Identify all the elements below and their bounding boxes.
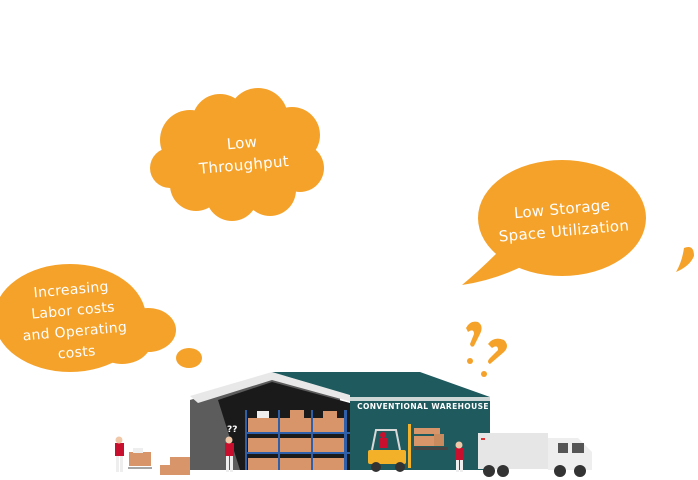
warehouse-sign: CONVENTIONAL WAREHOUSE [357,402,489,411]
storage-speech-bubble [462,160,694,285]
worker-confusion-marks: ?? [227,425,238,435]
storage-rack-icon [245,410,350,470]
labor-thought-bubble [0,264,202,372]
accent-drop [676,247,694,272]
pallet-cart-icon [128,448,190,475]
worker-icon [115,436,464,472]
thought-dot [176,348,202,368]
labor-bubble-text: Increasing Labor costs and Operating cos… [1,274,148,370]
throughput-cloud-bubble [150,88,324,221]
forklift-icon [368,424,448,472]
question-mark-icon [466,321,507,377]
truck-icon [478,433,592,477]
